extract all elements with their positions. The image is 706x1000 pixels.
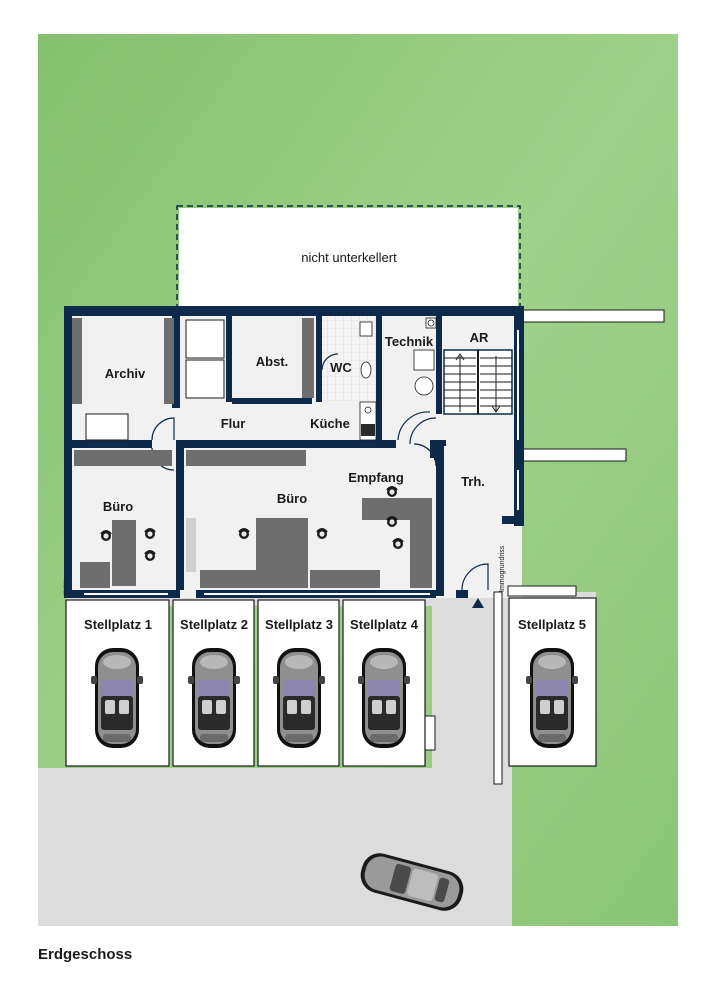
staircase: [443, 349, 513, 415]
room-label-ar: AR: [470, 330, 489, 345]
stamp-text: VON PULL: [63, 579, 67, 596]
balcony-upper: [521, 309, 665, 323]
car-icon: [526, 648, 578, 748]
unexcavated-label: nicht unterkellert: [301, 250, 397, 265]
room-label-wc: WC: [330, 360, 352, 375]
parking-label-5: Stellplatz 5: [518, 617, 586, 632]
room-label-technik: Technik: [385, 334, 434, 349]
vertical-tag: Immogrundriss: [499, 545, 506, 592]
room-label-archiv: Archiv: [105, 366, 146, 381]
parking-spaces: Stellplatz 1 Stellplatz 2 Stellplatz 3 S…: [65, 597, 597, 767]
windows: [84, 330, 519, 595]
car-icon: [358, 648, 410, 748]
room-label-kueche: Küche: [310, 416, 350, 431]
bollard: [424, 715, 436, 751]
entrance-step: [507, 585, 577, 597]
floor-label: Erdgeschoss: [38, 946, 133, 963]
unexcavated-outline: [176, 205, 521, 311]
car-icon: [188, 648, 240, 748]
parking-label-1: Stellplatz 1: [84, 617, 152, 632]
room-label-trh: Trh.: [461, 474, 485, 489]
unexcavated-area: [179, 208, 518, 308]
room-label-flur: Flur: [221, 416, 246, 431]
room-label-empfang: Empfang: [348, 470, 404, 485]
room-label-buero-small: Büro: [103, 499, 133, 514]
parking-label-4: Stellplatz 4: [350, 617, 419, 632]
car-icon: [273, 648, 325, 748]
inner-walls: [72, 316, 446, 590]
balcony-lower: [521, 448, 627, 462]
driveway-car-icon: [360, 853, 464, 911]
car-icon: [91, 648, 143, 748]
parking-label-3: Stellplatz 3: [265, 617, 333, 632]
room-label-abst: Abst.: [256, 354, 289, 369]
entrance-arrow-icon: [472, 598, 484, 608]
furniture: [72, 317, 437, 588]
room-label-buero-large: Büro: [277, 491, 307, 506]
parking-label-2: Stellplatz 2: [180, 617, 248, 632]
side-wall-strip: [493, 591, 503, 785]
